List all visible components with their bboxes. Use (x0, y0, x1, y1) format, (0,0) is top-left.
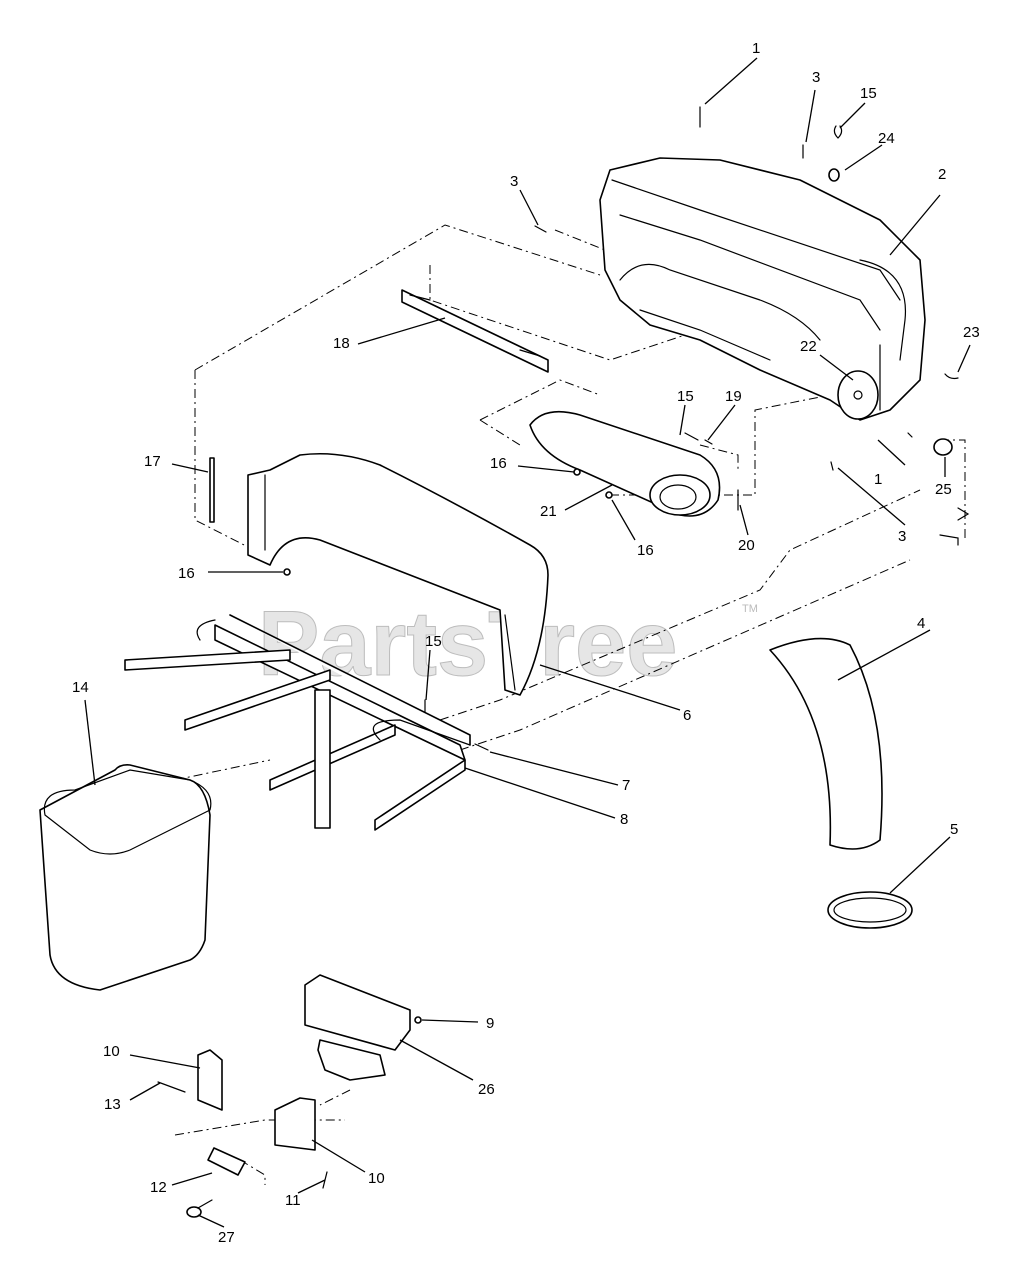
callout-16: 16 (490, 455, 507, 472)
callout-10: 10 (368, 1170, 385, 1187)
callout-1: 1 (752, 40, 760, 57)
callout-3: 3 (812, 69, 820, 86)
clevis-pin-part-27 (186, 1199, 213, 1218)
callout-6: 6 (683, 707, 691, 724)
callout-7: 7 (622, 777, 630, 794)
bagger-lid-part-2 (599, 157, 926, 421)
hose-clamp-part-5 (827, 891, 913, 929)
angle-bracket-part-10b (274, 1097, 316, 1151)
callout-12: 12 (150, 1179, 167, 1196)
grass-bag-part-14 (39, 764, 212, 991)
discharge-hose-part-4 (769, 637, 883, 850)
callout-labels: 1 3 15 24 2 3 18 23 22 15 19 17 16 1 25 … (72, 40, 980, 1246)
frame-part-8 (124, 614, 471, 831)
adapter-plate-part-22 (837, 370, 879, 420)
angle-bracket-part-10a (197, 1049, 223, 1111)
callout-2: 2 (938, 166, 946, 183)
watermark-trademark: TM (742, 603, 758, 615)
callout-16: 16 (637, 542, 654, 559)
callout-8: 8 (620, 811, 628, 828)
hinge-strip-part-18 (401, 289, 549, 373)
callout-10: 10 (103, 1043, 120, 1060)
hardware-small-parts (157, 106, 970, 1189)
pin-part-12 (207, 1147, 246, 1176)
callout-4: 4 (917, 615, 925, 632)
callout-17: 17 (144, 453, 161, 470)
mount-bracket-part-26 (304, 974, 411, 1081)
callout-1: 1 (874, 471, 882, 488)
callout-25: 25 (935, 481, 952, 498)
callout-21: 21 (540, 503, 557, 520)
chute-elbow-part-21 (529, 410, 721, 517)
callout-26: 26 (478, 1081, 495, 1098)
callout-3: 3 (898, 528, 906, 545)
callout-16: 16 (178, 565, 195, 582)
callout-15: 15 (860, 85, 877, 102)
callout-9: 9 (486, 1015, 494, 1032)
callout-20: 20 (738, 537, 755, 554)
callout-5: 5 (950, 821, 958, 838)
callout-15: 15 (677, 388, 694, 405)
callout-3: 3 (510, 173, 518, 190)
callout-19: 19 (725, 388, 742, 405)
callout-23: 23 (963, 324, 980, 341)
callout-24: 24 (878, 130, 895, 147)
callout-27: 27 (218, 1229, 235, 1246)
callout-15: 15 (425, 633, 442, 650)
rod-part-17 (209, 457, 215, 523)
callout-22: 22 (800, 338, 817, 355)
callout-11: 11 (285, 1192, 301, 1209)
callout-14: 14 (72, 679, 89, 696)
hopper-panel-part-6 (247, 452, 549, 696)
callout-13: 13 (104, 1096, 121, 1113)
callout-18: 18 (333, 335, 350, 352)
leader-lines (84, 57, 971, 1228)
